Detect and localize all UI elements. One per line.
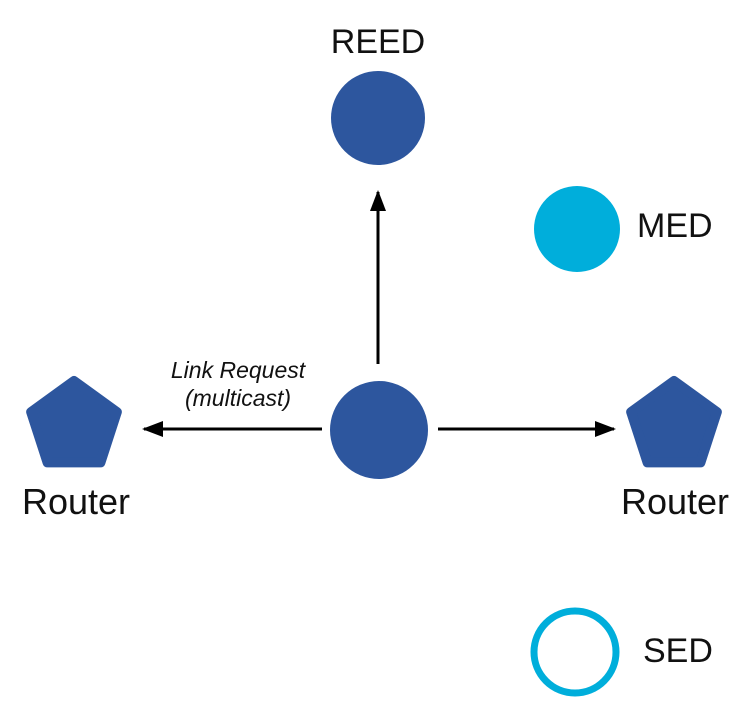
annotation-line2: (multicast) <box>184 385 292 411</box>
link-request-annotation: Link Request (multicast) <box>171 356 305 412</box>
reed-label: REED <box>330 23 426 61</box>
router-left-pentagon-outline <box>26 376 122 468</box>
sed-node-circle <box>530 607 620 697</box>
center-node-circle <box>330 381 428 479</box>
med-node-circle <box>534 186 620 272</box>
router-left-label: Router <box>21 481 131 522</box>
reed-node-circle <box>331 71 425 165</box>
annotation-line1: Link Request <box>170 357 306 383</box>
sed-label: SED <box>643 632 713 670</box>
med-label: MED <box>637 207 713 245</box>
router-right-pentagon-outline <box>626 376 722 468</box>
router-right-label: Router <box>620 481 730 522</box>
